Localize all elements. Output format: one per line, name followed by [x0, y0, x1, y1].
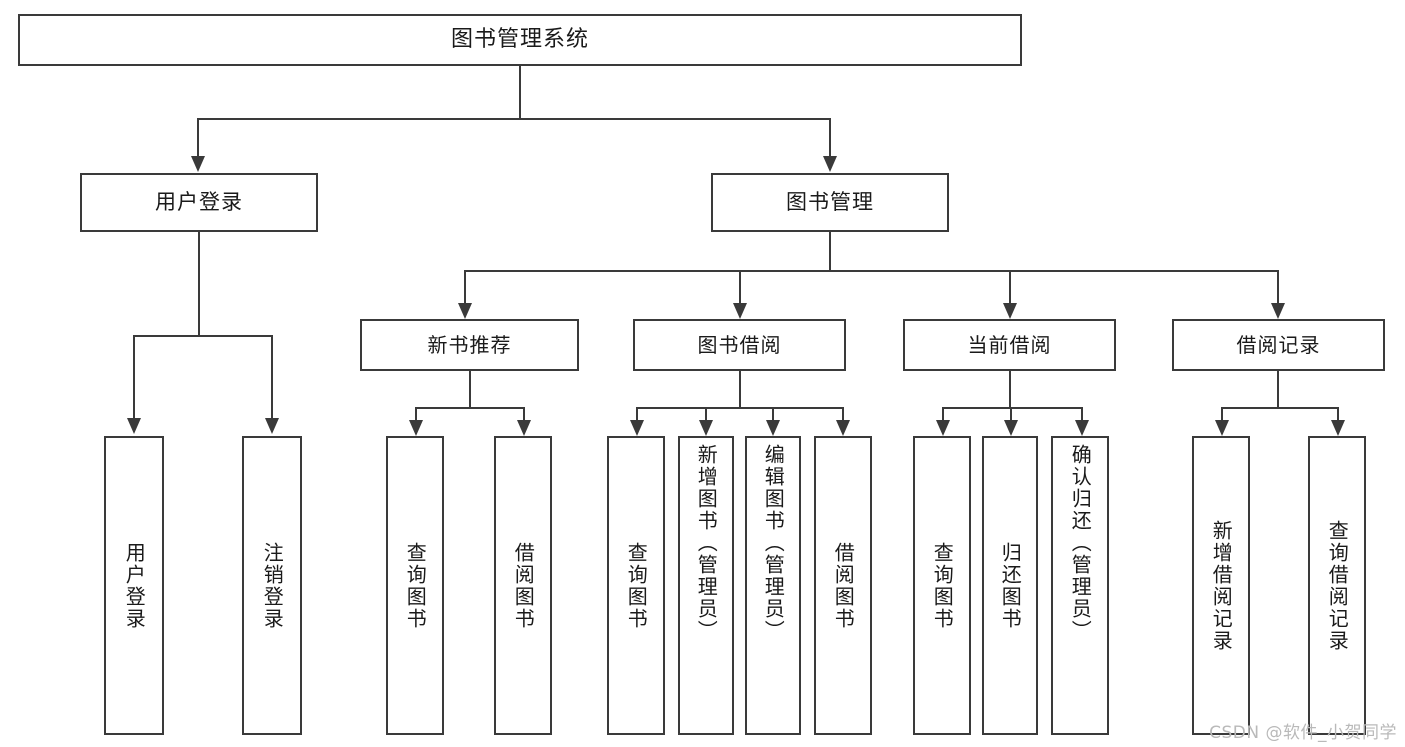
node-label: 借阅图书 [831, 541, 856, 630]
connector-new-book-trunk [469, 371, 471, 407]
node-book-management[interactable]: 图书管理 [711, 173, 949, 232]
node-label: 注销登录 [260, 541, 285, 630]
node-label: 新增图书（管理员） [694, 444, 719, 642]
leaf-current-borrow-confirm-return-admin[interactable]: 确认归还（管理员） [1051, 436, 1109, 735]
arrowhead-book-manage-book-borrow [733, 303, 747, 319]
arrowhead-borrow-record-leaf-1 [1215, 420, 1229, 436]
connector-borrow-record-bar [1221, 407, 1338, 409]
arrowhead-book-borrow-leaf-3 [766, 420, 780, 436]
node-label: 用户登录 [122, 541, 147, 630]
node-borrow-record[interactable]: 借阅记录 [1172, 319, 1385, 371]
arrowhead-new-book-leaf-1 [409, 420, 423, 436]
node-root-system[interactable]: 图书管理系统 [18, 14, 1022, 66]
leaf-book-borrow-add-book-admin[interactable]: 新增图书（管理员） [678, 436, 734, 735]
node-label: 新增借阅记录 [1209, 519, 1234, 652]
connector-book-manage-trunk [829, 232, 831, 270]
connector-user-login-to-leaf-1 [133, 335, 135, 418]
node-label: 图书管理系统 [450, 26, 589, 52]
connector-root-to-user-login [197, 118, 199, 156]
connector-root-bar [197, 118, 831, 120]
node-label: 确认归还（管理员） [1068, 444, 1093, 642]
node-label: 查询图书 [403, 541, 428, 630]
leaf-borrow-record-add-record[interactable]: 新增借阅记录 [1192, 436, 1250, 735]
node-label: 当前借阅 [967, 332, 1052, 357]
connector-book-manage-to-borrow-record [1277, 270, 1279, 303]
connector-current-borrow-to-leaf-3 [1081, 407, 1083, 420]
connector-new-book-bar [415, 407, 525, 409]
connector-new-book-to-leaf-2 [523, 407, 525, 420]
connector-book-borrow-to-leaf-4 [842, 407, 844, 420]
connector-book-manage-to-current-borrow [1009, 270, 1011, 303]
node-book-borrow[interactable]: 图书借阅 [633, 319, 846, 371]
connector-borrow-record-to-leaf-1 [1221, 407, 1223, 420]
arrowhead-user-login-leaf-1 [127, 418, 141, 434]
node-label: 查询图书 [930, 541, 955, 630]
connector-book-borrow-to-leaf-1 [636, 407, 638, 420]
connector-current-borrow-trunk [1009, 371, 1011, 407]
arrowhead-current-borrow-leaf-3 [1075, 420, 1089, 436]
connector-user-login-to-leaf-2 [271, 335, 273, 418]
leaf-book-borrow-edit-book-admin[interactable]: 编辑图书（管理员） [745, 436, 801, 735]
arrowhead-book-borrow-leaf-2 [699, 420, 713, 436]
arrowhead-root-to-user-login [191, 156, 205, 172]
connector-current-borrow-bar [942, 407, 1083, 409]
leaf-new-book-query-book[interactable]: 查询图书 [386, 436, 444, 735]
connector-book-borrow-bar [636, 407, 844, 409]
leaf-current-borrow-return-book[interactable]: 归还图书 [982, 436, 1038, 735]
leaf-book-borrow-borrow-book[interactable]: 借阅图书 [814, 436, 872, 735]
connector-book-borrow-trunk [739, 371, 741, 407]
connector-current-borrow-to-leaf-2 [1010, 407, 1012, 420]
arrowhead-book-manage-borrow-record [1271, 303, 1285, 319]
connector-user-login-bar [133, 335, 272, 337]
arrowhead-book-manage-current-borrow [1003, 303, 1017, 319]
arrowhead-user-login-leaf-2 [265, 418, 279, 434]
node-label: 借阅记录 [1236, 332, 1321, 357]
node-new-book-recommend[interactable]: 新书推荐 [360, 319, 579, 371]
connector-borrow-record-to-leaf-2 [1337, 407, 1339, 420]
node-label: 查询借阅记录 [1325, 519, 1350, 652]
connector-book-borrow-to-leaf-3 [772, 407, 774, 420]
connector-book-manage-bar [464, 270, 1278, 272]
leaf-user-login-logout[interactable]: 注销登录 [242, 436, 302, 735]
node-label: 借阅图书 [511, 541, 536, 630]
node-label: 编辑图书（管理员） [761, 444, 786, 642]
connector-new-book-to-leaf-1 [415, 407, 417, 420]
connector-book-borrow-to-leaf-2 [705, 407, 707, 420]
arrowhead-book-manage-new-book [458, 303, 472, 319]
node-label: 用户登录 [155, 189, 243, 214]
node-current-borrow[interactable]: 当前借阅 [903, 319, 1116, 371]
connector-root-to-book-manage [829, 118, 831, 156]
leaf-new-book-borrow-book[interactable]: 借阅图书 [494, 436, 552, 735]
connector-user-login-trunk [198, 232, 200, 335]
arrowhead-current-borrow-leaf-2 [1004, 420, 1018, 436]
node-label: 新书推荐 [427, 332, 512, 357]
connector-current-borrow-to-leaf-1 [942, 407, 944, 420]
arrowhead-new-book-leaf-2 [517, 420, 531, 436]
node-label: 图书借阅 [697, 332, 782, 357]
leaf-current-borrow-query-book[interactable]: 查询图书 [913, 436, 971, 735]
connector-root-trunk [519, 66, 521, 118]
leaf-book-borrow-query-book[interactable]: 查询图书 [607, 436, 665, 735]
leaf-user-login-login[interactable]: 用户登录 [104, 436, 164, 735]
leaf-borrow-record-query-record[interactable]: 查询借阅记录 [1308, 436, 1366, 735]
arrowhead-root-to-book-manage [823, 156, 837, 172]
arrowhead-borrow-record-leaf-2 [1331, 420, 1345, 436]
node-user-login[interactable]: 用户登录 [80, 173, 318, 232]
node-label: 归还图书 [998, 541, 1023, 630]
node-label: 图书管理 [786, 189, 874, 214]
node-label: 查询图书 [624, 541, 649, 630]
arrowhead-current-borrow-leaf-1 [936, 420, 950, 436]
connector-book-manage-to-book-borrow [739, 270, 741, 303]
connector-borrow-record-trunk [1277, 371, 1279, 407]
arrowhead-book-borrow-leaf-4 [836, 420, 850, 436]
arrowhead-book-borrow-leaf-1 [630, 420, 644, 436]
connector-book-manage-to-new-book [464, 270, 466, 303]
